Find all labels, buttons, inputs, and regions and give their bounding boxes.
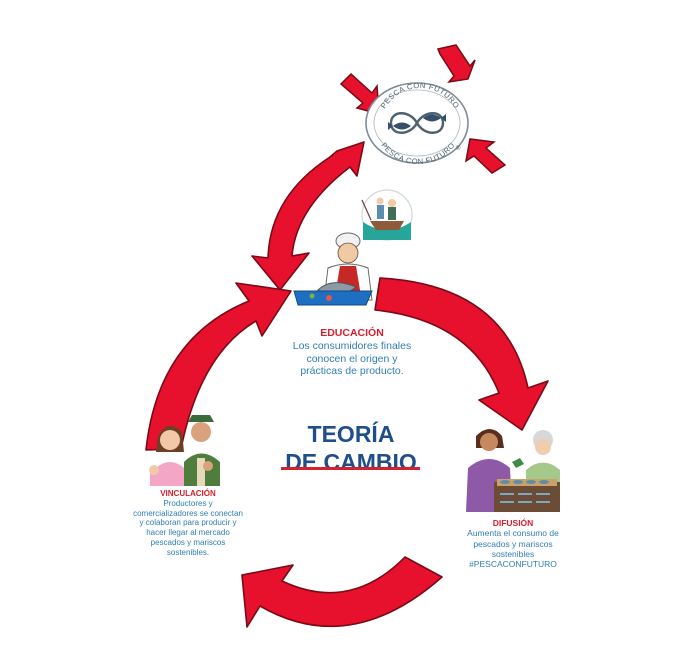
fish-icon <box>423 114 446 122</box>
pesca-con-futuro-logo: PESCA CON FUTURO PESCA CON FUTURO ® <box>365 81 469 166</box>
title-line-1: TEORÍA <box>307 421 395 447</box>
vinculacion-title: VINCULACIÓN <box>160 489 216 498</box>
pointer-arrow-top <box>436 44 476 84</box>
educacion-block: EDUCACIÓN Los consumidores finales conoc… <box>290 327 414 378</box>
bidirectional-arrow-logo <box>251 141 365 291</box>
fishing-boat-illustration <box>361 189 413 241</box>
difusion-block: DIFUSIÓN Aumenta el consumo de pescados … <box>452 518 574 570</box>
vinculacion-block: VINCULACIÓN Productores y comercializado… <box>132 489 244 557</box>
producers-couple-illustration <box>149 415 220 486</box>
diagram-title: TEORÍA DE CAMBIO <box>268 420 434 476</box>
fish-market-illustration <box>466 429 560 512</box>
cycle-arrow-vinculacion-to-educacion <box>145 282 292 451</box>
chef-illustration <box>293 232 373 306</box>
cycle-arrow-educacion-to-difusion <box>374 277 549 431</box>
difusion-text: Aumenta el consumo de pescados y marisco… <box>467 528 559 570</box>
cycle-arrow-difusion-to-vinculacion <box>241 556 443 628</box>
vinculacion-text: Productores y comercializadores se conec… <box>133 498 243 557</box>
educacion-text: Los consumidores finales conocen el orig… <box>292 339 412 378</box>
difusion-title: DIFUSIÓN <box>492 518 534 528</box>
educacion-title: EDUCACIÓN <box>320 327 384 339</box>
title-underline <box>281 467 420 470</box>
fish-icon <box>388 122 411 130</box>
pointer-arrow-right <box>464 138 507 174</box>
title-line-2: DE CAMBIO <box>285 449 417 475</box>
registered-mark: ® <box>456 145 461 152</box>
